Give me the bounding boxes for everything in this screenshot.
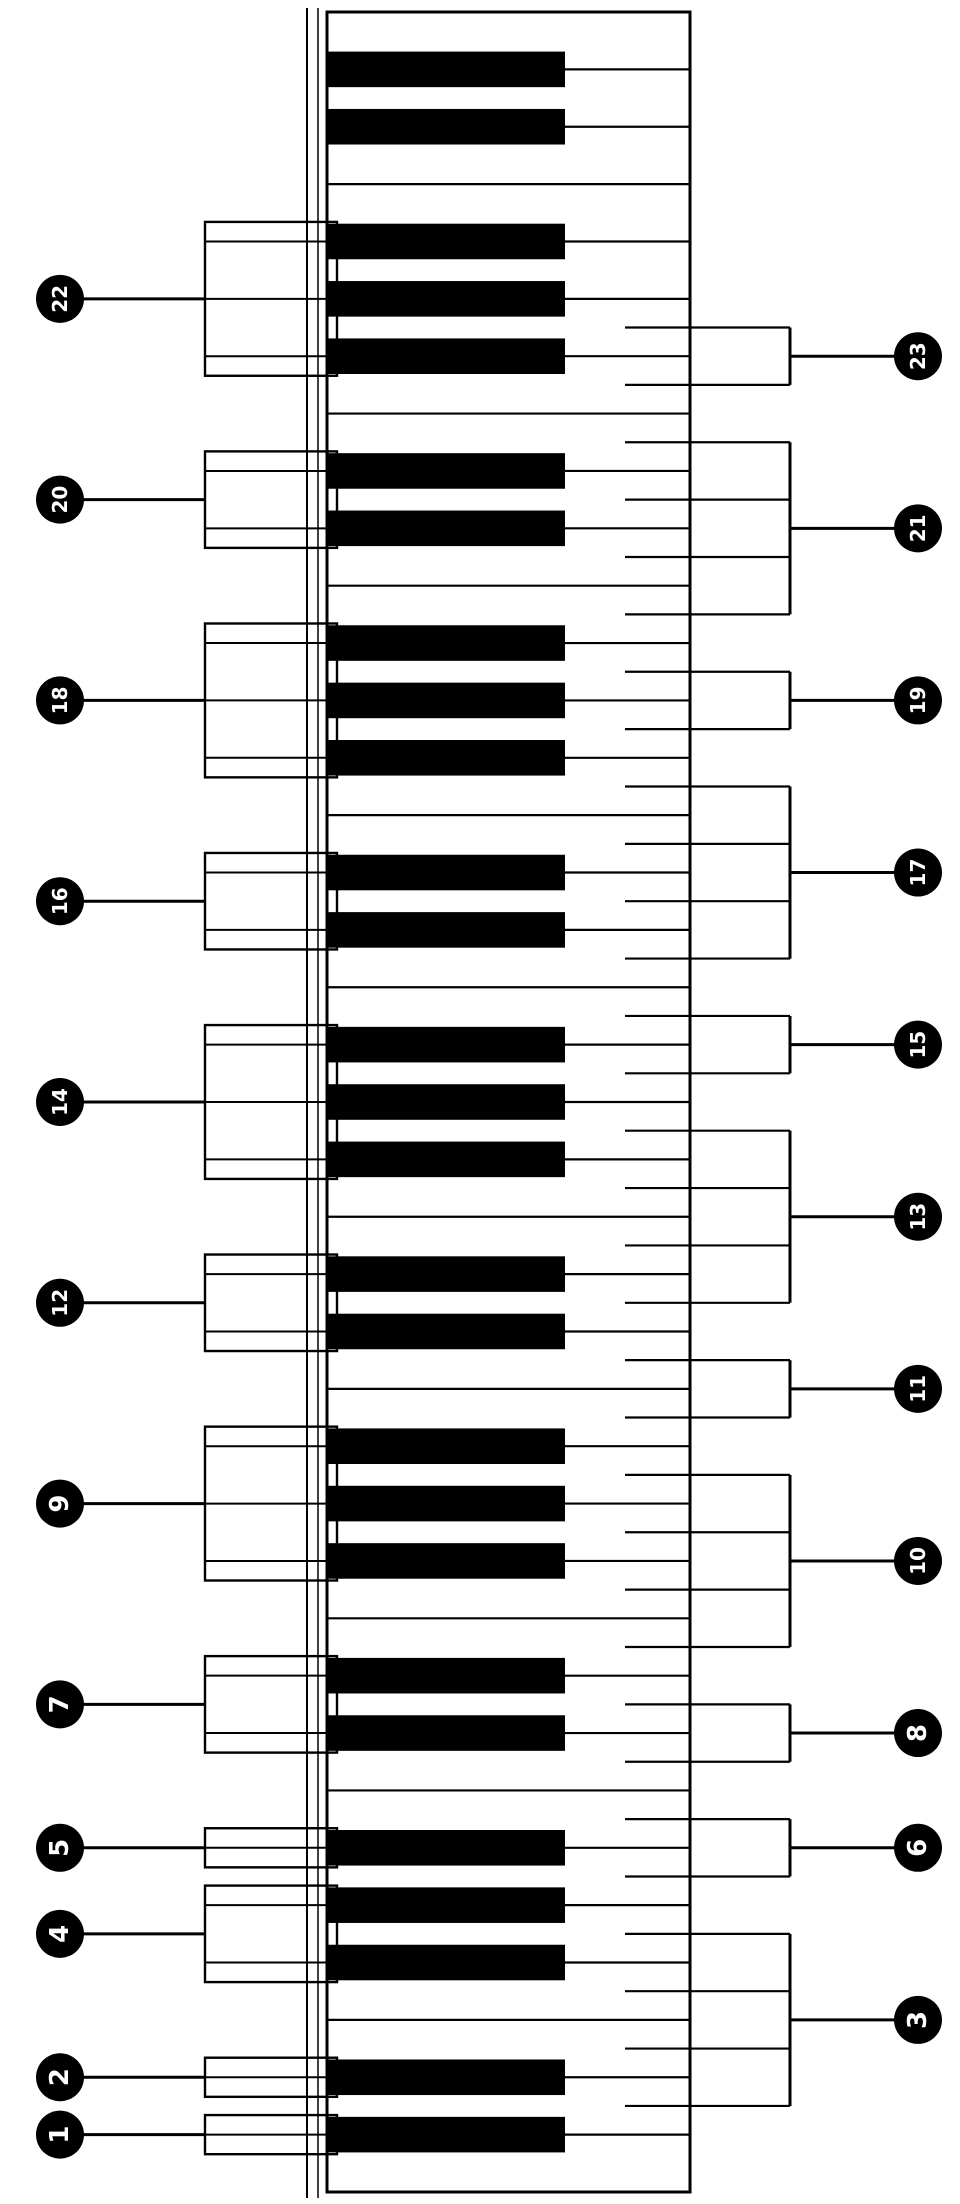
callout-badge-label: 3: [903, 2011, 933, 2029]
callout-badge-label: 7: [45, 1695, 75, 1713]
callout-badge-12: 12: [36, 1279, 84, 1327]
callout-badge-13: 13: [894, 1193, 942, 1241]
callout-badge-9: 9: [36, 1480, 84, 1528]
callout-badge-18: 18: [36, 676, 84, 724]
callout-badge-label: 14: [48, 1088, 72, 1116]
left-bracket-box: [205, 1656, 337, 1752]
callout-badge-21: 21: [894, 504, 942, 552]
callout-badge-7: 7: [36, 1680, 84, 1728]
callout-badge-label: 9: [45, 1495, 75, 1513]
black-key: [327, 109, 565, 145]
callout-badge-label: 23: [906, 342, 930, 370]
callout-badge-label: 5: [45, 1839, 75, 1857]
callout-badge-label: 20: [48, 486, 72, 514]
left-bracket-box: [205, 1255, 337, 1351]
callout-badge-15: 15: [894, 1021, 942, 1069]
callout-badge-label: 4: [45, 1925, 75, 1943]
callout-badge-label: 10: [906, 1547, 930, 1575]
callout-badge-label: 13: [906, 1203, 930, 1231]
callout-badge-label: 1: [45, 2126, 75, 2144]
callout-badge-label: 11: [906, 1375, 930, 1403]
callout-badge-label: 16: [48, 887, 72, 915]
callout-badge-label: 21: [906, 514, 930, 542]
callout-badge-label: 17: [906, 859, 930, 887]
callout-badge-label: 18: [48, 686, 72, 714]
callout-badge-16: 16: [36, 877, 84, 925]
callout-badge-6: 6: [894, 1824, 942, 1872]
callout-badge-20: 20: [36, 476, 84, 524]
callout-badge-4: 4: [36, 1910, 84, 1958]
callout-badge-3: 3: [894, 1996, 942, 2044]
right-callout-badges: 3 6 8 10 11 13 15 17 19 21 23: [894, 332, 942, 2044]
callout-badge-2: 2: [36, 2053, 84, 2101]
callout-badge-17: 17: [894, 849, 942, 897]
left-bracket-box: [205, 1886, 337, 1982]
left-bracket-box: [205, 451, 337, 547]
left-bracket-box: [205, 853, 337, 949]
callout-badge-8: 8: [894, 1709, 942, 1757]
callout-badge-1: 1: [36, 2111, 84, 2159]
callout-badge-label: 6: [903, 1839, 933, 1857]
callout-badge-label: 2: [45, 2068, 75, 2086]
callout-badge-label: 8: [903, 1724, 933, 1742]
callout-badge-14: 14: [36, 1078, 84, 1126]
callout-badge-10: 10: [894, 1537, 942, 1585]
callout-badge-22: 22: [36, 275, 84, 323]
callout-badge-label: 19: [906, 686, 930, 714]
callout-badge-label: 15: [906, 1031, 930, 1059]
callout-badge-5: 5: [36, 1824, 84, 1872]
callout-badge-label: 22: [48, 285, 72, 313]
callout-badge-19: 19: [894, 676, 942, 724]
callout-badge-11: 11: [894, 1365, 942, 1413]
callout-badge-23: 23: [894, 332, 942, 380]
callout-badge-label: 12: [48, 1289, 72, 1317]
black-key: [327, 52, 565, 88]
